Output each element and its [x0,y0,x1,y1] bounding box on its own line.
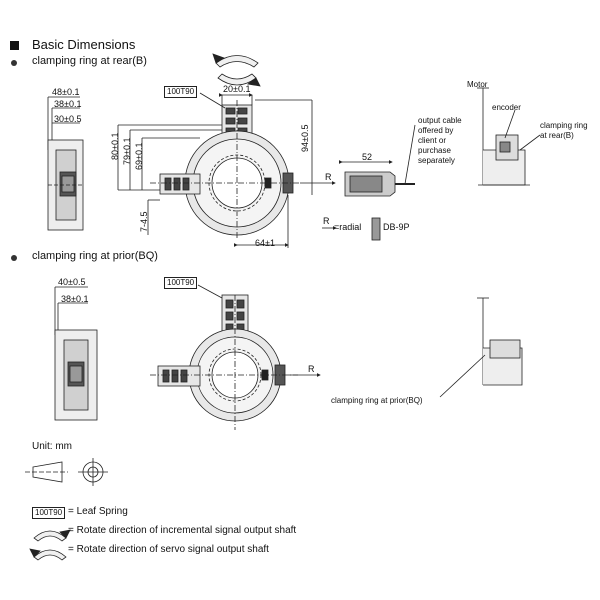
cable-note-1: output cable [418,116,462,125]
clamp-note-rear-1: clamping ring [540,121,588,130]
legend-leaf-spring: = Leaf Spring [68,506,128,517]
section-bullet-rear [11,60,17,66]
legend-leaf-spring-tag: 100T90 [32,507,66,519]
radial-label: =radial [334,222,362,232]
radial-label-r: R [323,216,330,226]
cable-note-5: separately [418,156,455,165]
rotate-arrow-top [212,53,261,87]
rotate-icon-incremental [33,529,71,542]
rear-side-view [47,96,84,231]
dim-20: 20±0.1 [223,84,251,94]
legend-servo: = Rotate direction of servo signal outpu… [68,544,269,555]
clamp-note-rear-2: at rear(B) [540,131,574,140]
axis-label-r-prior: R [308,364,315,374]
cable-connector [322,124,416,241]
rotate-icon-servo [29,548,67,561]
unit-label: Unit: mm [32,441,72,452]
page-title: Basic Dimensions [32,37,136,52]
motor-label: Motor [467,80,488,89]
section-bullet-prior [11,255,17,261]
dim-30: 30±0.5 [54,114,82,124]
encoder-label: encoder [492,103,521,112]
dim-64: 64±1 [255,238,275,248]
cable-note-2: offered by [418,126,454,135]
dim-38: 38±0.1 [54,99,82,109]
prior-clamp-sketch [439,297,523,398]
prior-side-view [54,286,98,421]
legend-incremental: = Rotate direction of incremental signal… [68,525,297,536]
section-heading-prior: clamping ring at prior(BQ) [32,250,158,262]
prior-front-view [150,284,321,430]
cable-note-3: client or [418,136,447,145]
dim-94: 94±0.5 [300,124,310,152]
dim-69: 69±0.1 [134,142,144,170]
dim-7-4-5: 7-4.5 [139,211,149,232]
title-bullet [10,41,19,50]
motor-encoder-sketch [477,87,541,186]
leaf-spring-tag-rear: 100T90 [164,86,198,98]
dim-48: 48±0.1 [52,87,80,97]
dim-79: 79±0.1 [122,137,132,165]
rear-front-view [117,92,336,248]
dim-80: 80±0.1 [110,132,120,160]
projection-symbol [25,458,108,486]
connector-label: DB-9P [383,222,410,232]
dim-38-prior: 38±0.1 [61,294,89,304]
clamp-note-prior: clamping ring at prior(BQ) [331,396,423,405]
axis-label-r-rear: R [325,172,332,182]
dim-52: 52 [362,152,373,162]
cable-note-4: purchase [418,146,451,155]
section-heading-rear: clamping ring at rear(B) [32,55,147,67]
leaf-spring-tag-prior: 100T90 [164,277,198,289]
dim-40: 40±0.5 [58,277,86,287]
